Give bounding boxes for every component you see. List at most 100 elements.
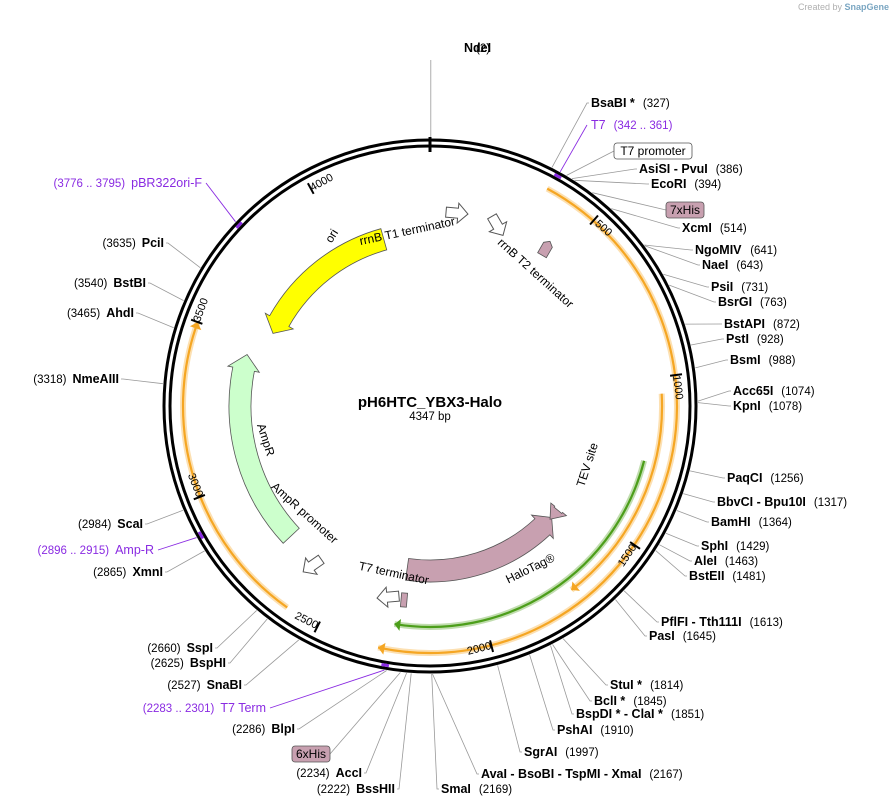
enzyme-name-ahdi: AhdI <box>106 306 134 320</box>
primer-leader-pbr322ori-f <box>205 182 236 222</box>
enzyme-pos-paqci: (1256) <box>770 473 803 485</box>
rrnb-t2-arrow <box>486 213 508 237</box>
insert-arc <box>394 460 646 629</box>
enzyme-pos-avai-bsobi-tspmi-xmai: (2167) <box>649 769 682 781</box>
enzyme-leader-psti <box>690 338 724 346</box>
enzyme-leader-stui <box>562 638 608 686</box>
box-7xhis <box>665 201 705 219</box>
leader-lines <box>121 60 731 790</box>
plasmid-size: 4347 bp <box>409 411 451 423</box>
enzyme-name-pasi: PasI <box>649 629 675 643</box>
enzyme-name-sspi: SspI <box>187 641 213 655</box>
enzyme-pos-bsrgi: (763) <box>760 297 787 309</box>
enzyme-pos-bbvci-bpu10i: (1317) <box>814 497 847 509</box>
feature-label-ori: ori <box>322 227 341 246</box>
enzyme-name-bstbi: BstBI <box>113 276 146 290</box>
enzyme-name-acc65i: Acc65I <box>733 384 773 398</box>
enzyme-leader-acci <box>364 672 407 774</box>
enzyme-leader-pcii <box>166 242 201 269</box>
enzyme-leader-ahdi <box>136 312 174 329</box>
halotag-arrow <box>405 514 554 583</box>
enzyme-pos-alei: (1463) <box>725 556 758 568</box>
orf-long-arc <box>377 187 679 655</box>
enzyme-leader-ecori <box>574 179 649 185</box>
enzyme-pos-xcmi: (514) <box>720 223 747 235</box>
enzyme-pos-ahdi: (3465) <box>67 308 100 320</box>
enzyme-pos-acc65i: (1074) <box>781 386 814 398</box>
box-label-t7-promoter: T7 promoter <box>620 144 685 158</box>
enzyme-pos-bsabi: (327) <box>643 98 670 110</box>
enzyme-leader-sphi <box>665 532 699 547</box>
tick-1000 <box>669 373 683 377</box>
box-6xhis <box>291 745 331 763</box>
enzyme-pos-ndei: (2) <box>476 43 490 55</box>
enzyme-leader-smai <box>431 673 439 790</box>
tick-4000 <box>307 182 315 195</box>
enzyme-pos-bamhi: (1364) <box>759 517 792 529</box>
enzyme-name-bstapi: BstAPI <box>724 317 765 331</box>
enzyme-leader-paqci <box>689 470 725 479</box>
enzyme-name-avai-bsobi-tspmi-xmai: AvaI - BsoBI - TspMI - XmaI <box>481 767 641 781</box>
primer-leader-t7 <box>559 124 588 173</box>
enzyme-name-bamhi: BamHI <box>711 515 751 529</box>
primer-name-t7-term: T7 Term <box>220 701 266 715</box>
enzyme-pos-asisi-pvui: (386) <box>716 164 743 176</box>
enzyme-name-bcli: BclI * <box>594 694 625 708</box>
enzyme-leader-bsshii <box>397 673 412 790</box>
primer-pos-amp-r: (2896 .. 2915) <box>37 545 109 557</box>
enzyme-name-paqci: PaqCI <box>727 471 762 485</box>
enzyme-name-ecori: EcoRI <box>651 177 686 191</box>
ampr-promoter-arrow <box>302 554 325 576</box>
six-his-arrow <box>399 592 409 608</box>
enzyme-name-pcii: PciI <box>142 236 164 250</box>
primer-mark-t7-term <box>381 662 390 668</box>
enzyme-pos-bsteii: (1481) <box>732 571 765 583</box>
enzyme-pos-pshai: (1910) <box>600 725 633 737</box>
tick-3000 <box>193 493 206 501</box>
enzyme-leader-ngomiv <box>644 244 693 251</box>
enzyme-name-kpni: KpnI <box>733 399 761 413</box>
enzyme-leader-acc65i <box>697 390 731 402</box>
enzyme-leader-alei <box>659 544 692 562</box>
enzyme-leader-sgrai <box>497 665 522 753</box>
enzyme-leader-pshai <box>529 654 555 731</box>
tick-2000 <box>489 640 495 653</box>
enzyme-pos-bstbi: (3540) <box>74 278 107 290</box>
enzyme-pos-ngomiv: (641) <box>750 245 777 257</box>
box-leader-6xhis <box>329 672 401 755</box>
enzyme-leader-sspi <box>215 610 257 649</box>
enzyme-name-bsshii: BssHII <box>356 782 395 796</box>
enzyme-leader-scai <box>145 509 184 525</box>
enzyme-name-bspdi-clai: BspDI * - ClaI * <box>576 707 663 721</box>
primer-name-amp-r: Amp-R <box>115 543 154 557</box>
enzyme-name-alei: AleI <box>694 554 717 568</box>
enzyme-leader-pflfi-tth111i <box>623 590 659 623</box>
enzyme-name-psti: PstI <box>726 332 749 346</box>
tick-1500 <box>629 541 641 550</box>
tick-label-2000: 2000 <box>466 640 493 658</box>
primer-pos-t7-term: (2283 .. 2301) <box>143 703 215 715</box>
tick-label-3500: 3500 <box>191 297 211 324</box>
enzyme-name-smai: SmaI <box>441 782 471 796</box>
snapgene-credit: Created by SnapGene <box>798 2 889 12</box>
enzyme-leader-nmeaiii <box>121 378 163 385</box>
enzyme-pos-bcli: (1845) <box>633 696 666 708</box>
enzyme-name-pflfi-tth111i: PflFI - Tth111I <box>661 615 742 629</box>
primer-leader-t7-term <box>269 669 385 709</box>
primer-pos-pbr322ori-f: (3776 .. 3795) <box>53 178 125 190</box>
enzyme-name-bsrgi: BsrGI <box>718 295 752 309</box>
enzyme-pos-snabi: (2527) <box>167 680 200 692</box>
enzyme-name-sgrai: SgrAI <box>524 745 557 759</box>
enzyme-pos-sgrai: (1997) <box>565 747 598 759</box>
primer-pos-t7: (342 .. 361) <box>614 120 673 132</box>
ori-arrow <box>264 228 388 334</box>
enzyme-leader-bsrgi <box>669 284 716 303</box>
enzyme-leader-bamhi <box>676 510 709 523</box>
snapgene-logo: SnapGene <box>844 2 889 12</box>
enzyme-leader-xmni <box>165 550 205 573</box>
t7-terminator-arrow <box>376 585 400 609</box>
enzyme-pos-scai: (2984) <box>78 519 111 531</box>
enzyme-name-nmeaiii: NmeAIII <box>72 372 119 386</box>
credit-text: Created by <box>797 2 842 12</box>
